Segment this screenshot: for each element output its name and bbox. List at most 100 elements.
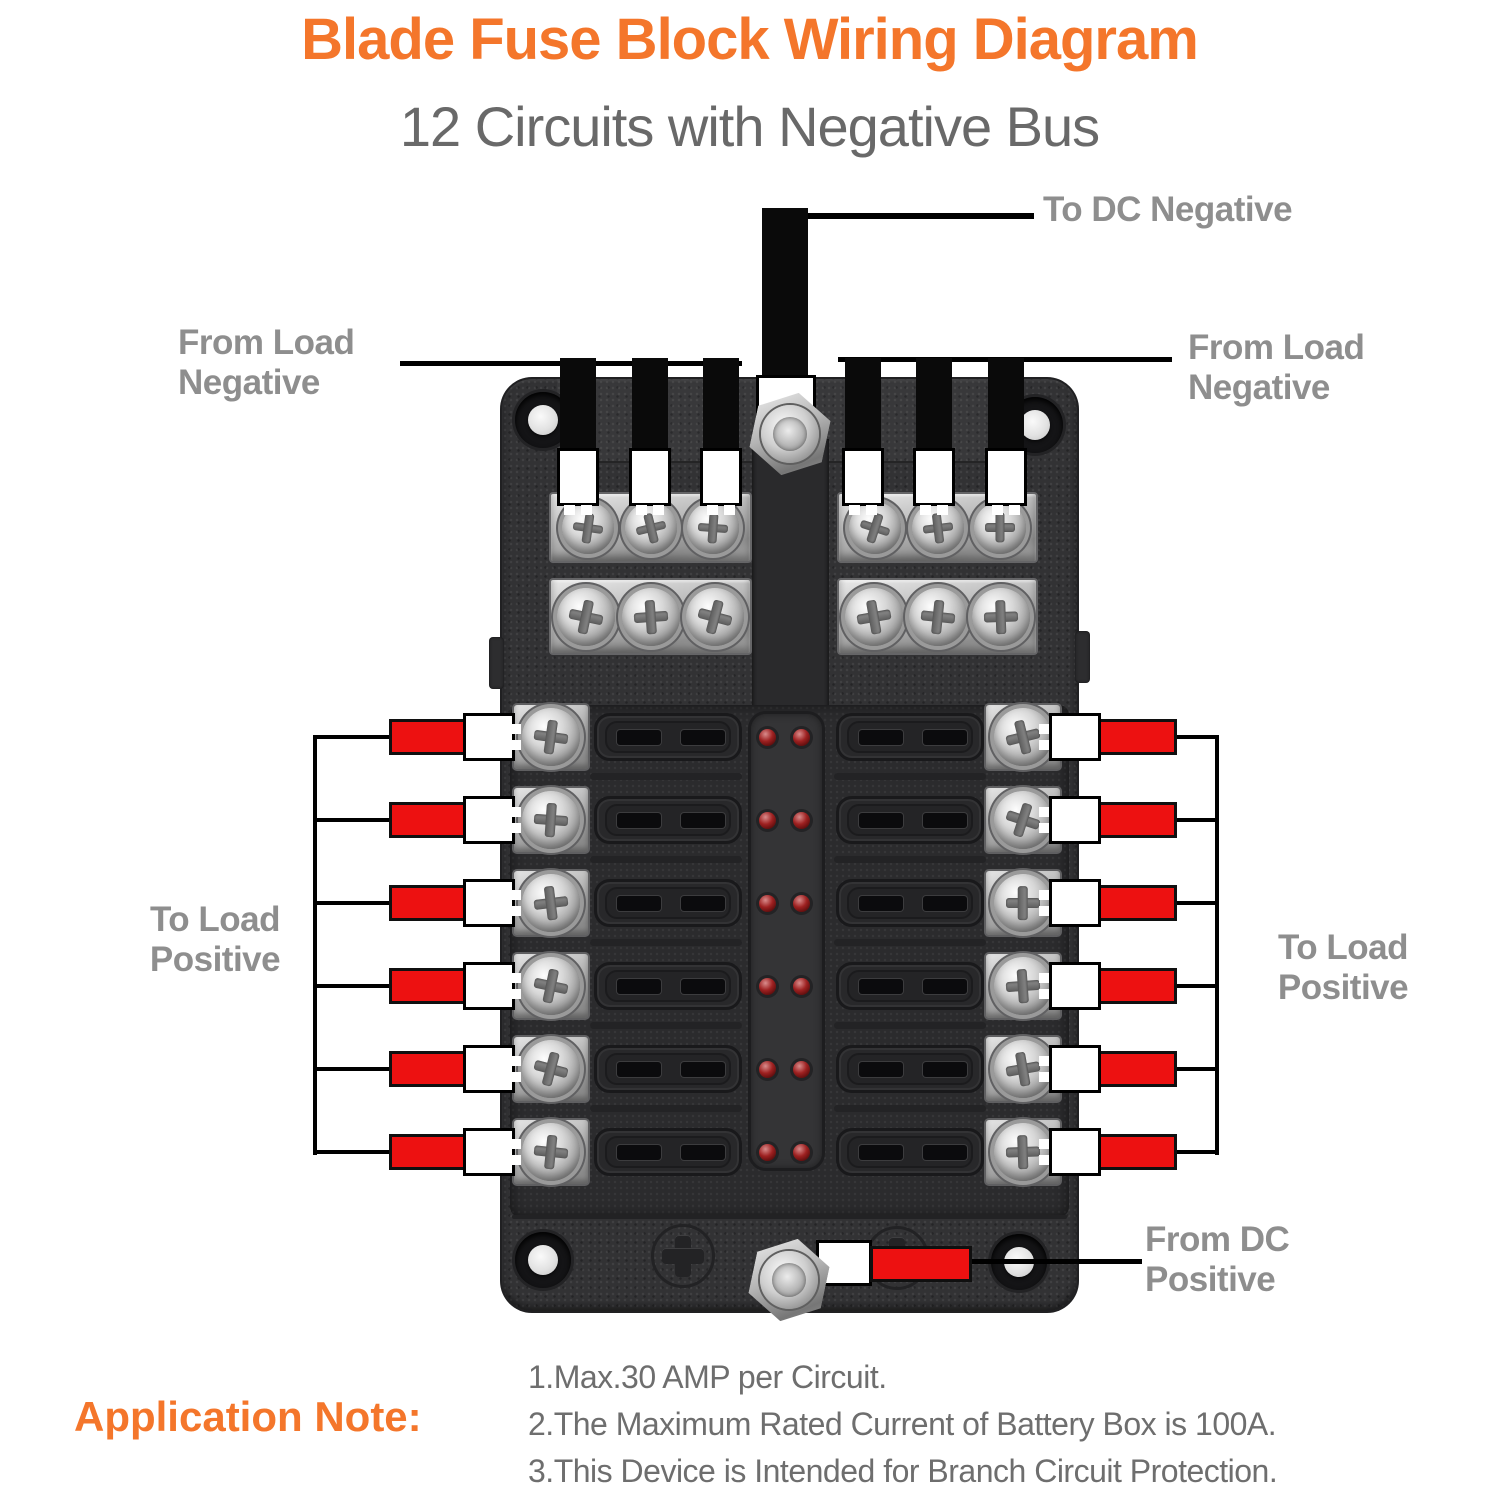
terminal-notch	[1039, 1056, 1049, 1066]
terminal-notch	[511, 807, 521, 817]
terminal-screw	[522, 1123, 580, 1181]
fuse-slot	[681, 730, 725, 745]
terminal-notch	[653, 505, 664, 515]
stud-core	[772, 1263, 806, 1297]
load-positive-wire	[389, 1134, 469, 1170]
dc-positive-wire	[870, 1246, 972, 1282]
phillips-cross-icon	[520, 789, 582, 851]
load-positive-wire	[389, 968, 469, 1004]
phillips-cross-icon	[974, 502, 1026, 554]
phillips-cross-icon	[515, 1033, 586, 1104]
fuse-slot	[859, 1062, 903, 1077]
spade-terminal	[463, 713, 515, 761]
load-negative-wire	[632, 358, 668, 452]
fuse-slot	[681, 979, 725, 994]
fuse-slot	[681, 1145, 725, 1160]
spade-terminal	[1049, 1128, 1101, 1176]
fuse-slot	[617, 979, 661, 994]
phillips-cross-icon	[620, 586, 682, 648]
phillips-cross-icon	[552, 582, 621, 651]
panel-groove	[590, 939, 742, 946]
terminal-screw	[522, 708, 580, 766]
spade-terminal	[842, 448, 884, 506]
fuse-block	[489, 379, 1090, 1311]
wire-branch-line	[315, 818, 391, 822]
label-from-load-negative-right: From Load Negative	[1188, 328, 1365, 407]
terminal-notch	[1039, 973, 1049, 983]
label-from-dc-positive: From DC Positive	[1145, 1220, 1290, 1299]
terminal-notch	[920, 505, 931, 515]
terminal-notch	[511, 724, 521, 734]
negative-stud	[745, 389, 835, 479]
panel-groove	[590, 856, 742, 863]
spade-terminal	[985, 448, 1027, 506]
wire-branch-line	[1177, 901, 1217, 905]
fuse-slot	[681, 1062, 725, 1077]
spade-terminal	[700, 448, 742, 506]
panel-groove	[590, 773, 742, 780]
dc-negative-wire	[762, 208, 808, 383]
fuse-slot	[681, 896, 725, 911]
cross-emboss-left	[651, 1224, 715, 1288]
indicator-led	[793, 978, 810, 995]
wire-branch-line	[315, 1067, 391, 1071]
fuse-slot	[681, 813, 725, 828]
wire-branch-line	[1177, 1150, 1217, 1154]
load-positive-wire	[1097, 1134, 1177, 1170]
mount-hole-bottom-left	[515, 1232, 571, 1288]
terminal-screw	[522, 791, 580, 849]
fuse-slot	[923, 1145, 967, 1160]
phillips-cross-icon	[994, 874, 1052, 932]
fuse-socket	[836, 962, 984, 1010]
label-to-load-positive-right: To Load Positive	[1277, 928, 1409, 1007]
terminal-notch	[1039, 807, 1049, 817]
positive-bus-line	[313, 735, 317, 1155]
indicator-led	[793, 1061, 810, 1078]
panel-groove	[590, 1022, 742, 1029]
center-divider	[752, 439, 829, 709]
positive-bus-line	[1215, 735, 1219, 1155]
terminal-pad-left	[512, 703, 590, 771]
load-positive-wire	[1097, 885, 1177, 921]
phillips-cross-icon	[517, 952, 586, 1021]
terminal-screw	[994, 708, 1052, 766]
terminal-pad-left	[512, 952, 590, 1020]
spade-terminal	[463, 1128, 515, 1176]
spade-terminal	[913, 448, 955, 506]
phillips-cross-icon	[993, 1122, 1053, 1182]
fuse-slot	[617, 896, 661, 911]
fuse-socket	[594, 962, 742, 1010]
bus-screw	[624, 501, 677, 554]
panel-groove	[834, 856, 986, 863]
application-note-item: 2.The Maximum Rated Current of Battery B…	[528, 1406, 1277, 1442]
bus-screw	[972, 587, 1031, 646]
load-positive-wire	[1097, 968, 1177, 1004]
indicator-led	[759, 1144, 776, 1161]
phillips-cross-icon	[989, 1035, 1056, 1102]
terminal-notch	[511, 973, 521, 983]
terminal-screw	[994, 791, 1052, 849]
wire-branch-line	[315, 984, 391, 988]
load-negative-wire	[703, 358, 739, 452]
load-positive-wire	[1097, 802, 1177, 838]
fuse-slot	[923, 979, 967, 994]
terminal-notch	[581, 505, 592, 515]
terminal-screw	[522, 957, 580, 1015]
terminal-notch	[511, 1072, 521, 1082]
wire-branch-line	[1177, 735, 1217, 739]
terminal-notch	[1039, 890, 1049, 900]
fuse-socket	[594, 1128, 742, 1176]
indicator-led	[759, 729, 776, 746]
terminal-notch	[1039, 724, 1049, 734]
fuse-socket	[594, 879, 742, 927]
leader-line-from-dc-positive	[970, 1259, 1142, 1264]
spade-terminal	[463, 1045, 515, 1093]
stud-core	[773, 417, 807, 451]
panel-groove	[834, 939, 986, 946]
leader-line-to-dc-negative	[806, 213, 1034, 219]
terminal-notch	[992, 505, 1003, 515]
terminal-pad-left	[512, 786, 590, 854]
load-negative-wire	[916, 358, 952, 452]
terminal-notch	[511, 1155, 521, 1165]
